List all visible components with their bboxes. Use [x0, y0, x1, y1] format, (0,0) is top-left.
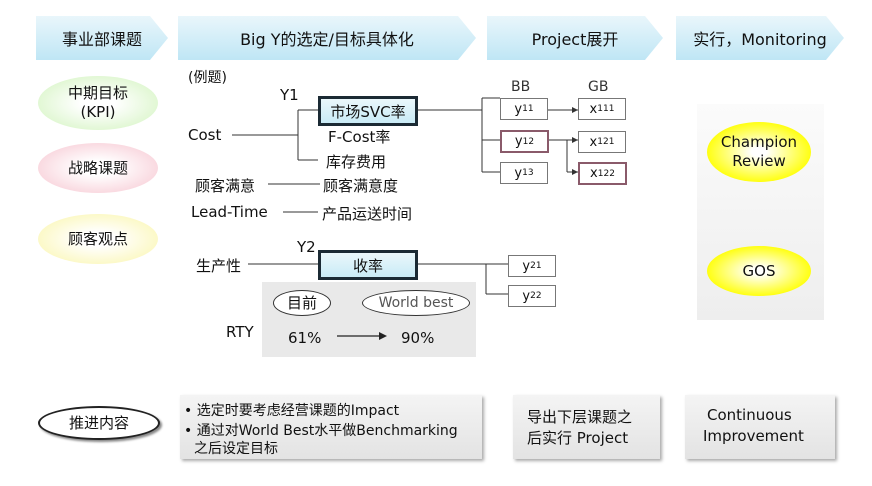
- box-y13-letter: y: [514, 165, 523, 181]
- lead-time-left: Lead-Time: [191, 203, 268, 221]
- box-y11-sub: 11: [522, 104, 534, 114]
- y1-stock: 库存费用: [326, 153, 387, 171]
- box-x121-letter: x: [589, 134, 598, 150]
- oval-customer: 顾客观点: [38, 214, 158, 264]
- header-monitoring: 实行，Monitoring: [676, 16, 844, 60]
- oval-strategy-label: 战略课题: [67, 158, 128, 177]
- bullet-2-line2: 之后设定目标: [194, 441, 278, 457]
- oval-promote-label: 推进内容: [68, 413, 129, 432]
- oval-strategy: 战略课题: [38, 143, 158, 193]
- box-x121-sub: 121: [597, 137, 615, 147]
- project-line1: 导出下层课题之: [527, 408, 633, 426]
- y1-fcost: F-Cost率: [328, 128, 391, 146]
- oval-promote: 推进内容: [38, 406, 160, 440]
- champion-line1: Champion: [720, 133, 798, 151]
- box-y13-sub: 13: [522, 168, 534, 178]
- rty-label: RTY: [226, 323, 254, 341]
- box-x111-sub: 111: [597, 104, 615, 114]
- bb-label: BB: [511, 79, 531, 95]
- example-label: (例题): [188, 70, 227, 86]
- box-y21-letter: y: [522, 258, 531, 274]
- bullet-2-line1: • 通过对World Best水平做Benchmarking: [184, 423, 458, 439]
- box-y12-sub: 12: [522, 136, 535, 147]
- oval-kpi-line2: (KPI): [80, 103, 116, 121]
- rty-best-oval: World best: [362, 290, 470, 316]
- rty-current-oval: 目前: [273, 290, 331, 316]
- bottom-card-continuous: Continuous Improvement: [685, 395, 835, 459]
- oval-kpi: 中期目标 (KPI): [38, 76, 158, 130]
- cust-sat-right: 顾客满意度: [323, 177, 399, 195]
- y1-label: Y1: [280, 86, 299, 104]
- box-y22-sub: 22: [530, 291, 542, 301]
- box-x111-letter: x: [589, 101, 598, 117]
- oval-customer-label: 顾客观点: [67, 229, 128, 248]
- project-line2: 后实行 Project: [527, 429, 629, 447]
- box-y12-letter: y: [514, 134, 523, 149]
- box-y22-letter: y: [522, 288, 531, 304]
- box-y11-letter: y: [514, 101, 523, 117]
- y2-main-label: 收率: [352, 256, 383, 275]
- y2-main-box: 收率: [318, 250, 418, 280]
- header-big-y: Big Y的选定/目标具体化: [178, 16, 476, 60]
- y2-left: 生产性: [196, 257, 242, 275]
- bottom-card-project: 导出下层课题之 后实行 Project: [513, 395, 660, 459]
- header-monitoring-label: 实行，Monitoring: [693, 30, 827, 49]
- box-x122-sub: 122: [597, 168, 615, 179]
- y1-main-box: 市场SVC率: [318, 96, 418, 126]
- rty-current-label: 目前: [286, 293, 317, 312]
- gos-label: GOS: [742, 261, 776, 280]
- cost-label: Cost: [188, 126, 222, 144]
- y2-label: Y2: [297, 238, 316, 256]
- oval-kpi-line1: 中期目标: [67, 84, 128, 102]
- lead-time-right: 产品运送时间: [322, 205, 413, 223]
- header-business-topic-label: 事业部课题: [61, 30, 142, 49]
- gos-oval: GOS: [707, 246, 811, 296]
- rty-current-value: 61%: [288, 329, 322, 347]
- header-project: Project展开: [487, 16, 663, 60]
- continuous-line1: Continuous: [707, 406, 792, 424]
- header-business-topic: 事业部课题: [36, 16, 168, 60]
- header-big-y-label: Big Y的选定/目标具体化: [240, 30, 414, 49]
- bullet-1: • 选定时要考虑经营课题的Impact: [184, 403, 400, 419]
- header-project-label: Project展开: [531, 30, 619, 49]
- box-y21-sub: 21: [530, 261, 542, 271]
- rty-best-value: 90%: [401, 329, 435, 347]
- rty-best-label: World best: [378, 294, 454, 311]
- champion-review-oval: Champion Review: [707, 122, 811, 182]
- cust-sat-left: 顾客满意: [195, 177, 256, 195]
- box-x122-letter: x: [590, 166, 598, 181]
- champion-line2: Review: [732, 152, 786, 170]
- gb-label: GB: [588, 79, 609, 95]
- y1-main-label: 市场SVC率: [330, 102, 406, 121]
- rty-arrow: [337, 332, 387, 340]
- bottom-card-bullets: • 选定时要考虑经营课题的Impact • 通过对World Best水平做Be…: [180, 395, 482, 459]
- continuous-line2: Improvement: [703, 427, 804, 445]
